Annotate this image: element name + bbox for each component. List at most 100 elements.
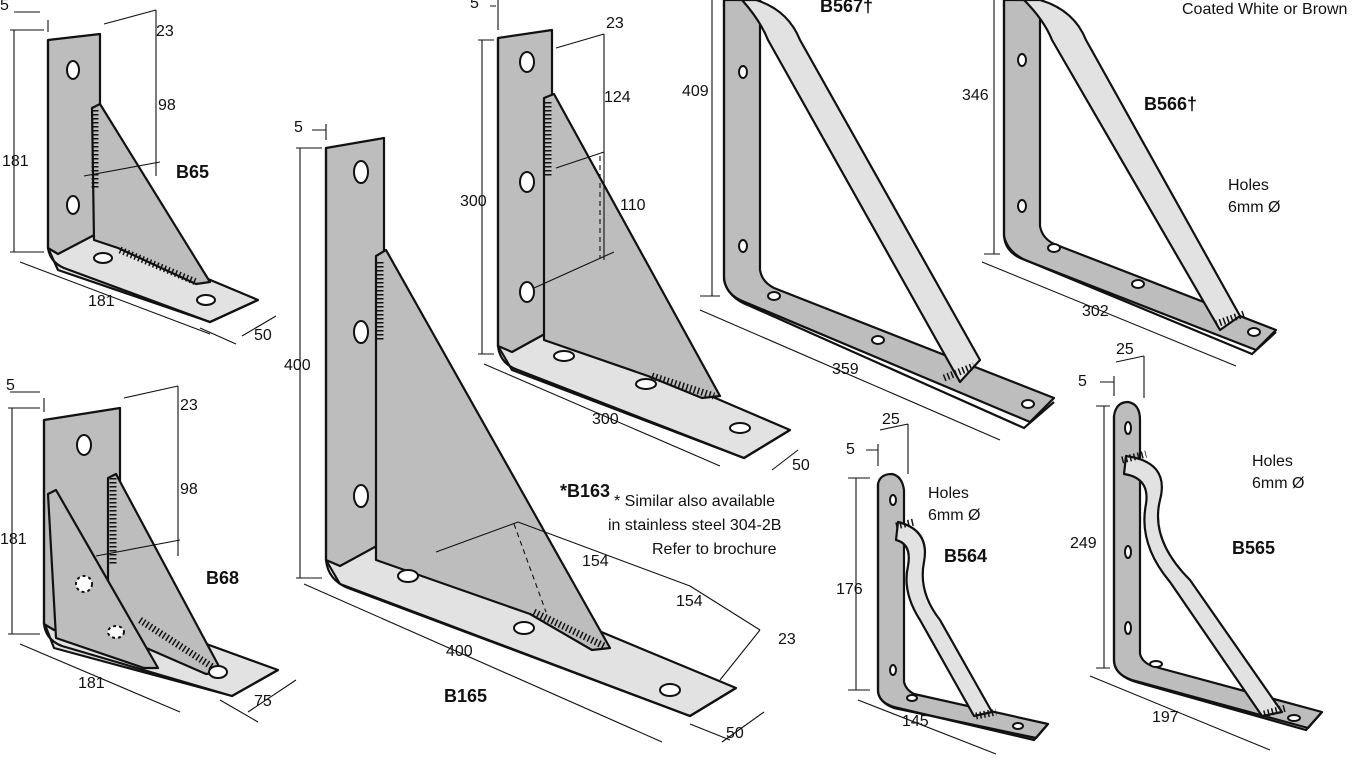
b564-model-label: B564 bbox=[944, 546, 987, 566]
b165-model-label: B165 bbox=[444, 686, 487, 706]
b163-hole-2 bbox=[519, 171, 535, 193]
b567-hole-base-3 bbox=[1021, 399, 1035, 409]
b567-hole-base-2 bbox=[871, 335, 885, 345]
b566-strut bbox=[1022, 0, 1242, 332]
b565-hole-2 bbox=[1124, 545, 1132, 559]
b68-dimension-lines bbox=[8, 385, 297, 723]
b65-model-label: B65 bbox=[176, 162, 209, 182]
b163-hole-3 bbox=[519, 281, 535, 303]
holes-note-middle: Holes 6mm Ø bbox=[928, 485, 980, 524]
b565-model-label: B565 bbox=[1232, 538, 1275, 558]
bracket-b566: 346 302 B566† bbox=[962, 0, 1278, 367]
b163-dim-length: 300 bbox=[592, 411, 619, 428]
b565-dim-width: 25 bbox=[1116, 341, 1134, 358]
b68-model-label: B68 bbox=[206, 568, 239, 588]
b65-hole-base-2 bbox=[196, 294, 216, 306]
b565-dim-height: 249 bbox=[1070, 535, 1097, 552]
b65-gusset bbox=[90, 102, 212, 286]
b566-model-label: B566† bbox=[1144, 94, 1197, 114]
b567-weld bbox=[942, 362, 976, 382]
b566-outline bbox=[1002, 0, 1277, 356]
b565-hole-1 bbox=[1124, 421, 1132, 435]
b163-hole-1 bbox=[519, 51, 535, 73]
b165-dim-width: 50 bbox=[726, 725, 744, 742]
b565-hole-base-1 bbox=[1149, 660, 1163, 668]
b564-hole-2 bbox=[889, 664, 897, 676]
b564-hole-base-1 bbox=[906, 694, 918, 702]
b566-weld bbox=[1214, 310, 1246, 328]
b163-gusset bbox=[542, 92, 722, 400]
b567-dimension-lines bbox=[699, 0, 1001, 441]
b163-outline bbox=[496, 38, 791, 460]
b565-outline bbox=[1112, 416, 1323, 732]
b163-model-label: *B163 bbox=[560, 481, 610, 501]
holes-note-middle-line-1: Holes bbox=[928, 485, 969, 502]
stainless-note-line-2: in stainless steel 304-2B bbox=[608, 517, 781, 534]
b165-hole-1 bbox=[353, 160, 369, 184]
b165-dim-154-b: 154 bbox=[676, 593, 703, 610]
b165-hole-base-1 bbox=[397, 569, 419, 583]
b165-dim-length: 400 bbox=[446, 643, 473, 660]
b565-strut bbox=[1122, 454, 1284, 718]
b65-hole-bottom bbox=[66, 195, 80, 215]
b567-outline bbox=[722, 0, 1055, 430]
b165-hole-2 bbox=[353, 320, 369, 344]
b566-dimension-lines bbox=[981, 0, 1237, 367]
b567-hole-1 bbox=[738, 65, 748, 79]
b565-hole-base-2 bbox=[1287, 714, 1301, 722]
b165-dim-154-a: 154 bbox=[582, 553, 609, 570]
b165-dim-height: 400 bbox=[284, 357, 311, 374]
stainless-note-line-1: * Similar also available bbox=[614, 493, 775, 510]
b68-gusset-back bbox=[46, 488, 160, 670]
stainless-note: * Similar also available in stainless st… bbox=[608, 493, 781, 558]
b564-hole-1 bbox=[889, 494, 897, 506]
bracket-b68: 5 23 98 181 181 75 B68 bbox=[0, 377, 297, 723]
b567-dim-height: 409 bbox=[682, 83, 709, 100]
b564-dimension-lines bbox=[848, 423, 997, 755]
b68-outline bbox=[42, 420, 279, 698]
holes-note-lower-line-1: Holes bbox=[1252, 453, 1293, 470]
b65-dim-hole-spacing: 98 bbox=[158, 97, 176, 114]
b68-dim-hole-spacing: 98 bbox=[180, 481, 198, 498]
b68-dim-length: 181 bbox=[78, 675, 105, 692]
b163-hole-base-3 bbox=[729, 422, 751, 434]
b163-hole-base-1 bbox=[553, 350, 575, 362]
bracket-b567: 409 359 B567† bbox=[682, 0, 1056, 441]
b65-dim-length: 181 bbox=[88, 293, 115, 310]
b68-hole-top bbox=[76, 434, 92, 456]
bracket-b564: 5 25 176 145 B564 bbox=[836, 411, 1050, 755]
b165-outline bbox=[324, 148, 737, 718]
holes-note-upper-line-2: 6mm Ø bbox=[1228, 199, 1280, 216]
b165-hole-base-3 bbox=[659, 683, 681, 697]
b163-dimension-lines bbox=[478, 0, 799, 471]
b566-hole-base-2 bbox=[1131, 279, 1145, 289]
b68-dim-top: 23 bbox=[180, 397, 198, 414]
b65-weld-base bbox=[118, 246, 198, 286]
b68-hole-hidden-2 bbox=[107, 625, 125, 639]
b567-dim-length: 359 bbox=[832, 361, 859, 378]
b565-dimension-lines bbox=[1089, 355, 1271, 751]
b163-dim-hole-spacing: 124 bbox=[604, 89, 631, 106]
b564-dim-width: 25 bbox=[882, 411, 900, 428]
b565-dim-thickness: 5 bbox=[1078, 373, 1087, 390]
b165-gusset bbox=[374, 248, 612, 652]
b163-weld-base bbox=[650, 372, 716, 400]
b565-dim-length: 197 bbox=[1152, 709, 1179, 726]
b65-outline bbox=[46, 40, 259, 324]
b564-welds bbox=[895, 518, 997, 720]
b163-dim-top: 23 bbox=[606, 15, 624, 32]
b564-dim-height: 176 bbox=[836, 581, 863, 598]
b65-dim-width: 50 bbox=[254, 327, 272, 344]
b566-hole-base-1 bbox=[1047, 243, 1061, 253]
b68-weld-base bbox=[138, 617, 216, 671]
b165-hidden-line bbox=[513, 523, 547, 613]
b565-welds bbox=[1121, 450, 1287, 718]
stainless-note-line-3: Refer to brochure bbox=[652, 541, 777, 558]
b566-hole-base-3 bbox=[1247, 327, 1261, 337]
b68-hole-hidden-1 bbox=[75, 575, 93, 593]
b65-dimension-lines bbox=[10, 9, 277, 345]
b566-hole-2 bbox=[1017, 199, 1027, 213]
b564-strut bbox=[894, 520, 994, 718]
b163-dim-width: 50 bbox=[792, 457, 810, 474]
